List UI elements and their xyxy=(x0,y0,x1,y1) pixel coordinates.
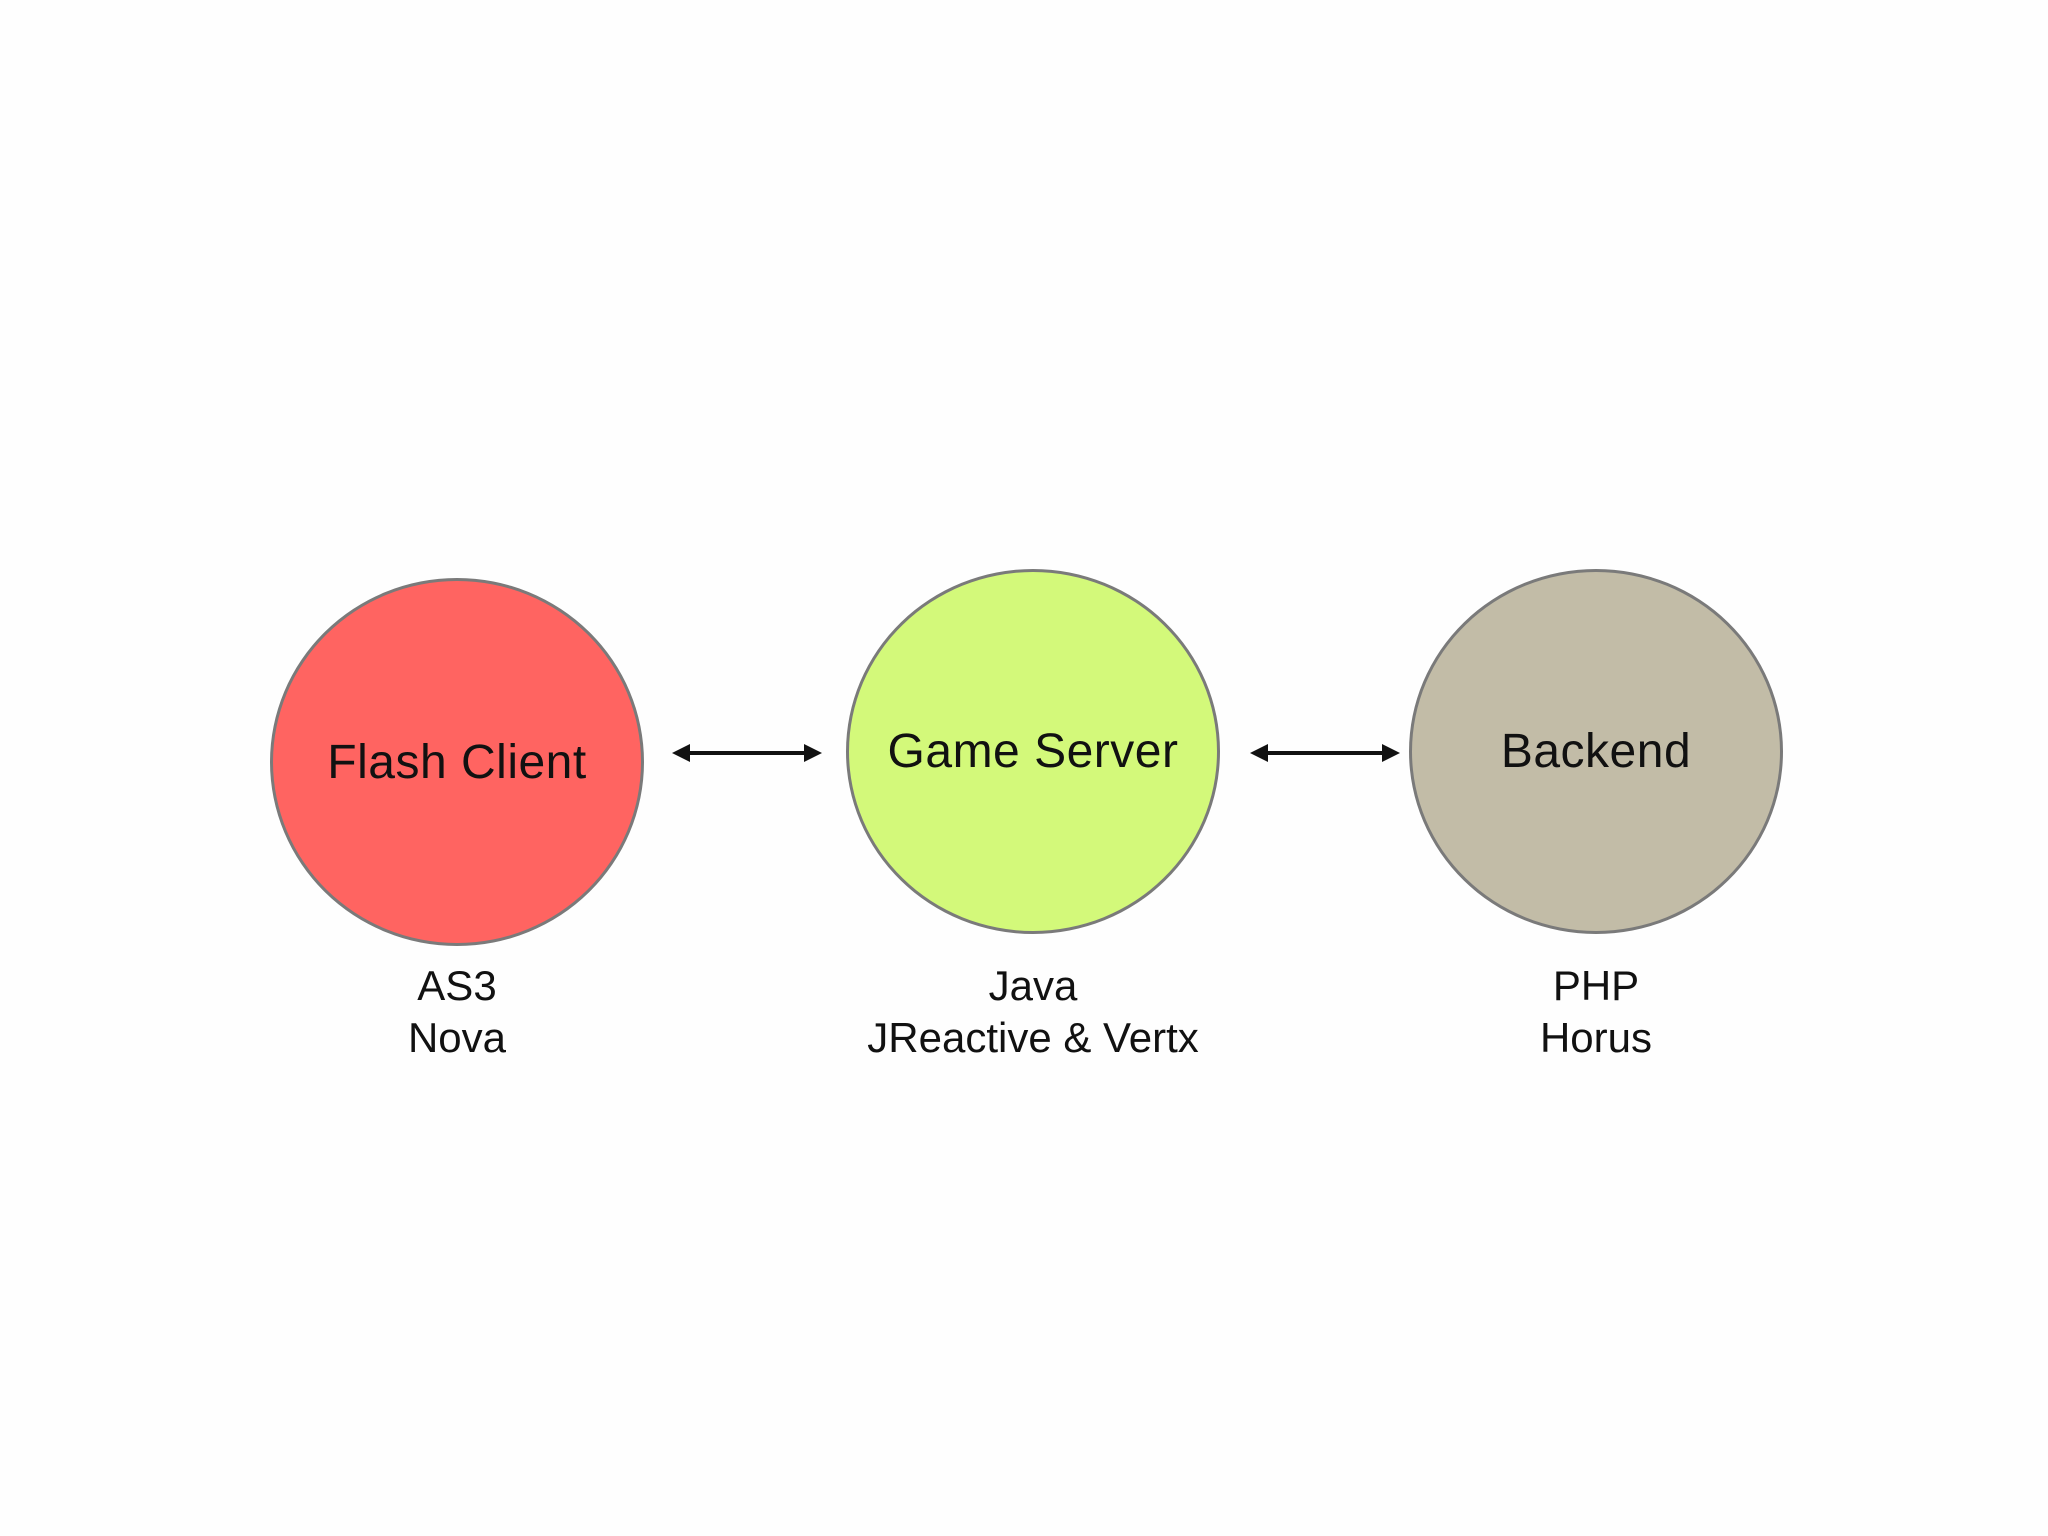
double-arrow-icon xyxy=(1250,744,1400,762)
flash-client-node: Flash Client xyxy=(270,578,644,946)
double-arrow-icon xyxy=(672,744,822,762)
game-server-caption: Java JReactive & Vertx xyxy=(753,960,1313,1064)
game-server-detail-1: Java xyxy=(988,962,1078,1009)
backend-caption: PHP Horus xyxy=(1316,960,1876,1064)
game-server-node: Game Server xyxy=(846,569,1220,934)
flash-client-label: Flash Client xyxy=(327,735,587,789)
backend-node: Backend xyxy=(1409,569,1783,934)
game-server-label: Game Server xyxy=(887,725,1179,778)
game-server-detail-2: JReactive & Vertx xyxy=(867,1014,1199,1061)
flash-client-detail-2: Nova xyxy=(407,1014,507,1061)
backend-detail-1: PHP xyxy=(1552,962,1640,1009)
backend-detail-2: Horus xyxy=(1539,1014,1653,1061)
backend-label: Backend xyxy=(1500,725,1692,778)
flash-client-caption: AS3 Nova xyxy=(177,960,737,1064)
flash-client-detail-1: AS3 xyxy=(417,962,497,1009)
